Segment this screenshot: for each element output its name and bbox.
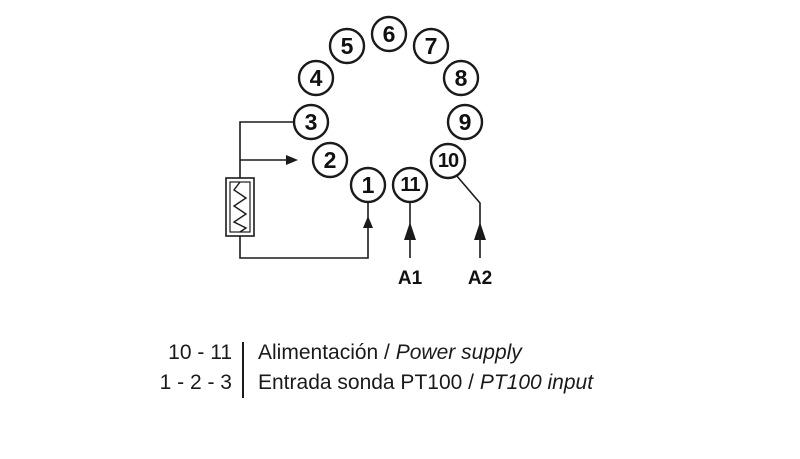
legend-pins-power: 10 - 11 <box>168 341 232 364</box>
sensor-bus-wire <box>239 121 369 259</box>
pt100-resistor-symbol <box>225 177 255 237</box>
legend-row-power: 10 - 11 Alimentación / Power supply <box>0 340 800 366</box>
pin-11-label: 11 <box>400 174 420 196</box>
pin-8-label: 8 <box>455 65 468 91</box>
pin1-arrow <box>363 216 373 228</box>
pin-5-label: 5 <box>341 33 354 59</box>
legend-desc-power: Alimentación / Power supply <box>258 340 522 366</box>
legend-en-pt100: PT100 input <box>479 371 594 394</box>
legend-divider <box>242 342 244 398</box>
pin-3: 3 <box>292 103 330 141</box>
legend-es-pt100: Entrada sonda PT100 / <box>258 371 480 394</box>
pin-11: 11 <box>391 166 429 204</box>
pin-8: 8 <box>442 59 480 97</box>
pin-5: 5 <box>328 27 366 65</box>
pin-1: 1 <box>349 166 387 204</box>
pin10-wire <box>455 174 481 258</box>
legend-desc-pt100: Entrada sonda PT100 / PT100 input <box>258 370 593 396</box>
pin-3-label: 3 <box>305 109 318 135</box>
pin2-arrow <box>286 155 298 165</box>
pin-6: 6 <box>370 15 408 53</box>
pin-6-label: 6 <box>383 21 396 47</box>
pin-7: 7 <box>412 27 450 65</box>
pin-7-label: 7 <box>425 33 438 59</box>
terminal-a2-label: A2 <box>468 268 492 289</box>
pin-ring: 1 2 3 4 5 6 7 8 <box>292 15 484 204</box>
a1-arrow <box>404 222 416 240</box>
terminal-a1-label: A1 <box>398 268 423 289</box>
legend-pins-pt100: 1 - 2 - 3 <box>159 371 232 394</box>
pin-1-label: 1 <box>362 172 375 198</box>
pin-9: 9 <box>446 103 484 141</box>
pin-10-label: 10 <box>438 150 459 172</box>
pin-4-label: 4 <box>310 65 323 91</box>
pin-9-label: 9 <box>459 109 472 135</box>
a2-arrow <box>474 222 486 240</box>
legend-row-pt100: 1 - 2 - 3 Entrada sonda PT100 / PT100 in… <box>0 370 800 396</box>
pin-4: 4 <box>297 59 335 97</box>
legend-en-power: Power supply <box>395 341 522 364</box>
pin-10: 10 <box>429 142 467 180</box>
arrows <box>286 155 486 240</box>
legend-es-power: Alimentación / <box>258 341 396 364</box>
pin-2-label: 2 <box>324 147 337 173</box>
pin-2: 2 <box>311 141 349 179</box>
